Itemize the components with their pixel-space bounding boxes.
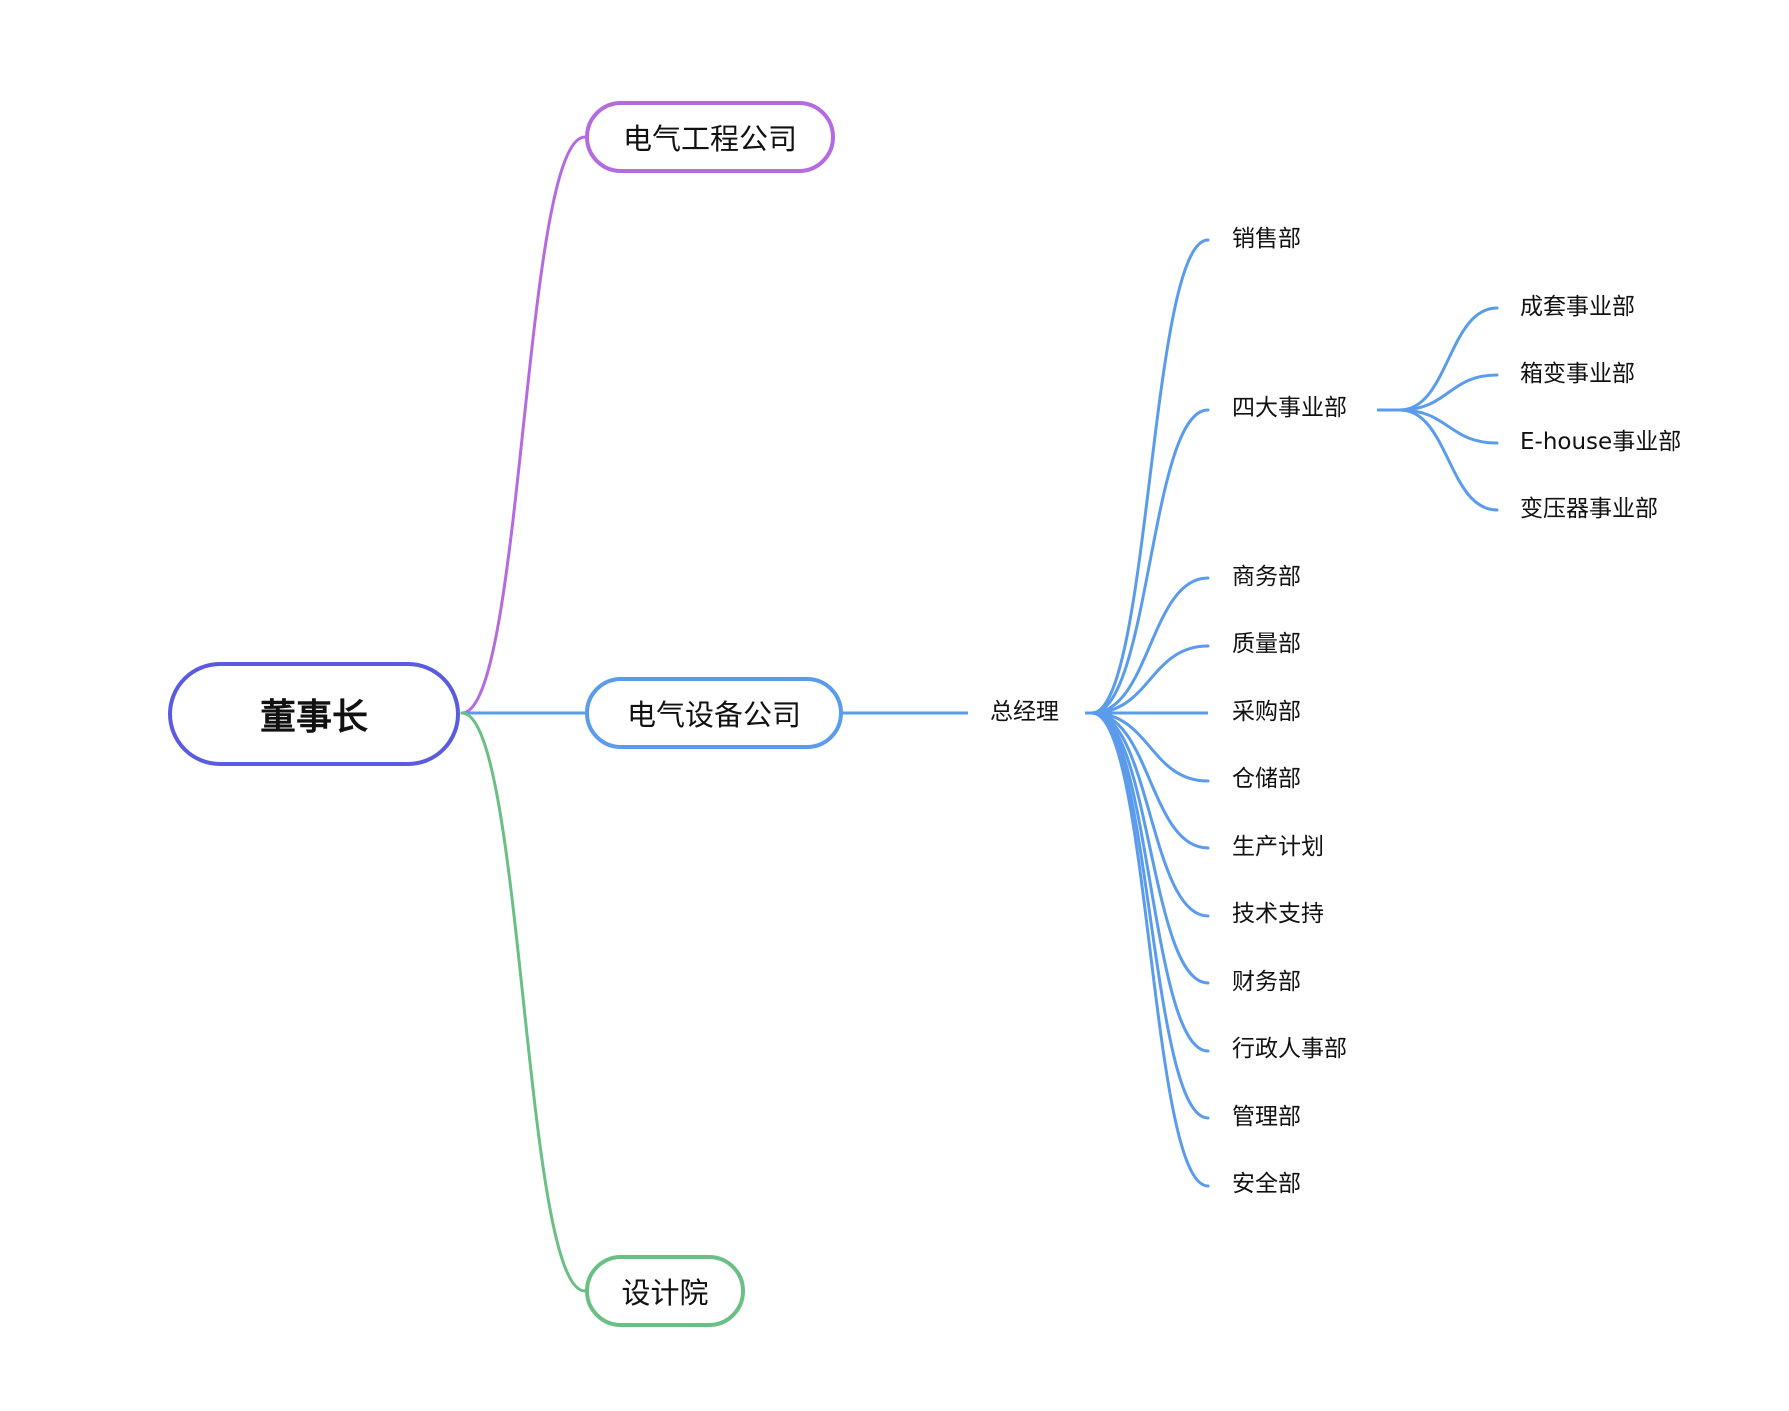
link-units-1 [1398, 373, 1499, 412]
link-gm-dept-10 [1090, 711, 1210, 1120]
node-equipment-company[interactable]: 电气设备公司 [585, 677, 843, 749]
link-gm-dept-3 [1090, 644, 1210, 715]
link-gm-dept-2 [1090, 576, 1210, 715]
link-units-0 [1398, 306, 1499, 412]
node-unit-box-sub[interactable]: 箱变事业部 [1520, 361, 1635, 387]
node-dept-tech[interactable]: 技术支持 [1232, 901, 1324, 927]
node-dept-warehouse[interactable]: 仓储部 [1232, 766, 1301, 792]
node-equipment-company-label: 电气设备公司 [626, 698, 801, 732]
node-engineering-company-label: 电气工程公司 [622, 122, 797, 156]
node-dept-management[interactable]: 管理部 [1232, 1104, 1301, 1130]
link-units-2 [1398, 408, 1499, 445]
link-gm-dept-9 [1090, 711, 1210, 1053]
node-dept-hr[interactable]: 行政人事部 [1232, 1036, 1347, 1062]
node-chairman-label: 董事长 [259, 697, 368, 738]
node-design-institute[interactable]: 设计院 [585, 1255, 745, 1327]
link-root-engineering [460, 135, 587, 715]
node-dept-finance[interactable]: 财务部 [1232, 969, 1301, 995]
node-dept-sales[interactable]: 销售部 [1232, 226, 1301, 252]
link-gm-dept-0 [1090, 238, 1210, 715]
link-gm-dept-7 [1090, 711, 1210, 918]
link-root-design [460, 711, 587, 1293]
link-gm-dept-6 [1090, 711, 1210, 850]
node-unit-ehouse[interactable]: E-house事业部 [1520, 429, 1682, 455]
link-units-3 [1398, 408, 1499, 512]
link-gm-dept-1 [1090, 408, 1210, 715]
node-chairman[interactable]: 董事长 [168, 662, 460, 766]
node-dept-commerce[interactable]: 商务部 [1232, 564, 1301, 590]
link-gm-dept-11 [1090, 711, 1210, 1188]
node-dept-purchasing[interactable]: 采购部 [1232, 699, 1301, 725]
node-engineering-company[interactable]: 电气工程公司 [585, 101, 835, 173]
link-gm-dept-5 [1090, 711, 1210, 783]
node-unit-transformer[interactable]: 变压器事业部 [1520, 496, 1658, 522]
link-gm-dept-8 [1090, 711, 1210, 985]
node-unit-switchgear[interactable]: 成套事业部 [1520, 294, 1635, 320]
node-general-manager[interactable]: 总经理 [990, 699, 1059, 725]
node-dept-production[interactable]: 生产计划 [1232, 834, 1324, 860]
node-dept-safety[interactable]: 安全部 [1232, 1171, 1301, 1197]
node-dept-four-units[interactable]: 四大事业部 [1232, 395, 1347, 421]
node-design-institute-label: 设计院 [621, 1276, 709, 1310]
node-dept-quality[interactable]: 质量部 [1232, 631, 1301, 657]
